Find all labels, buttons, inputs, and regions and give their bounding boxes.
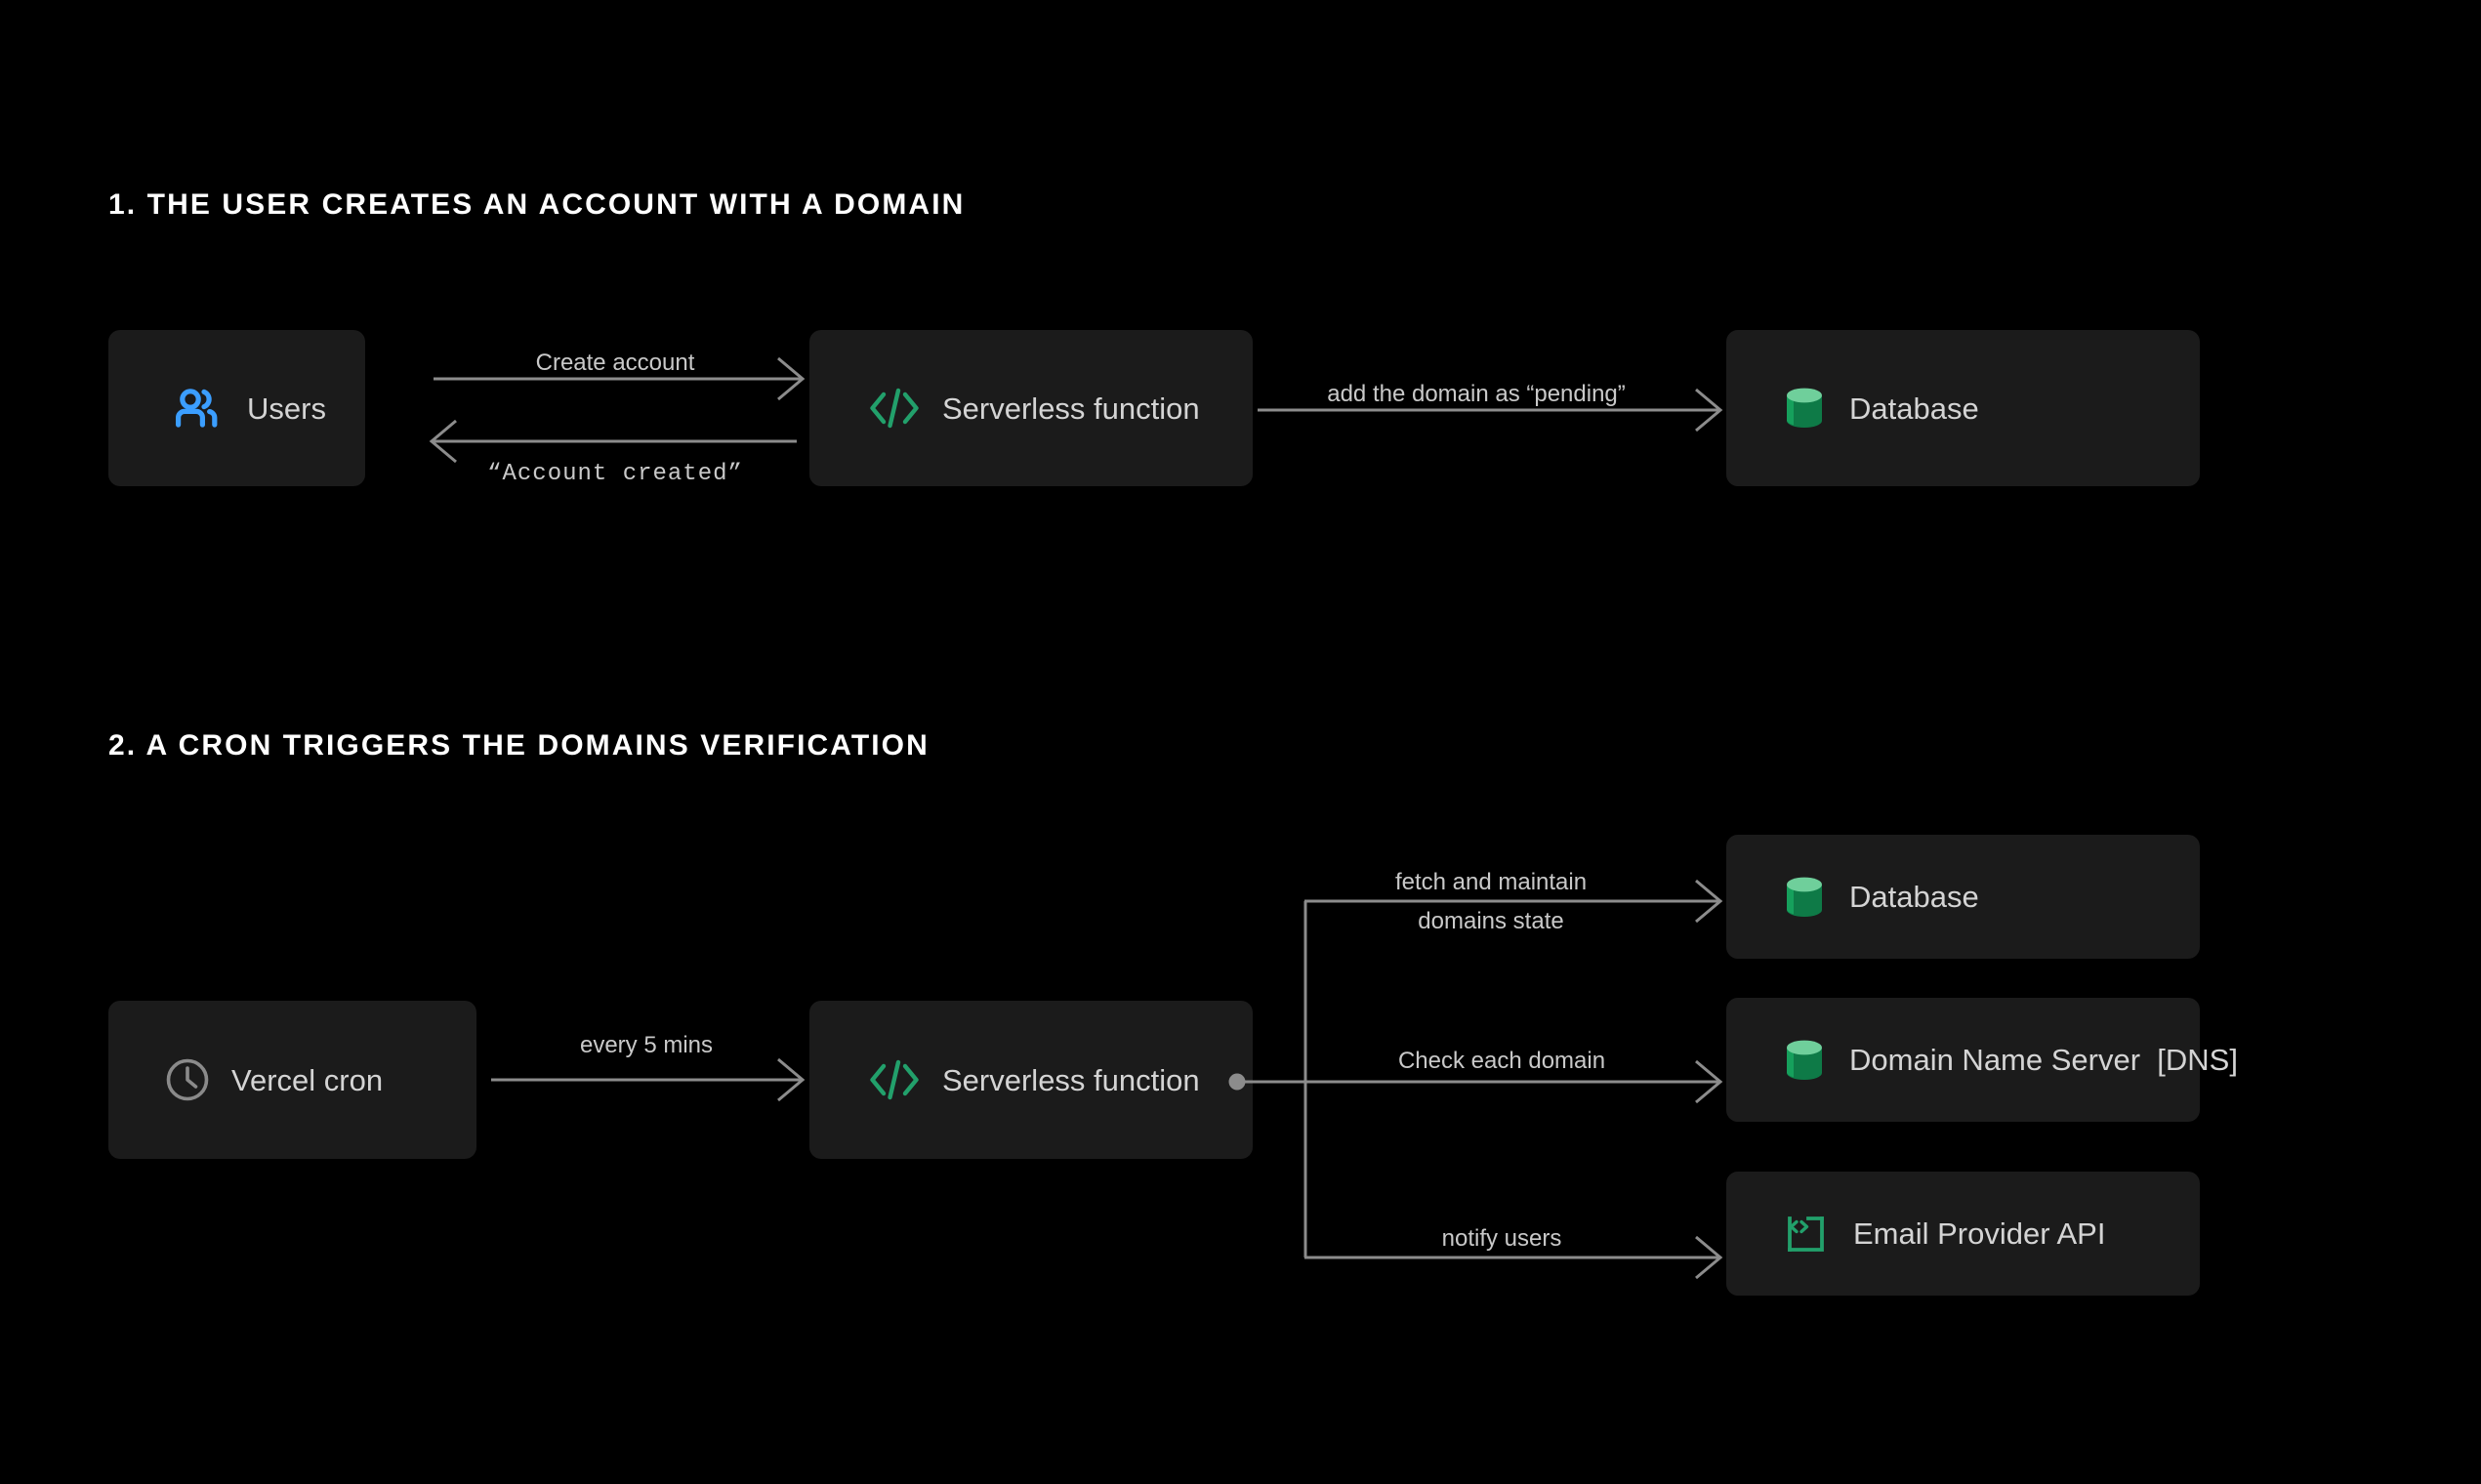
node-vercel-cron-label: Vercel cron — [231, 1062, 384, 1097]
code-window-icon — [1785, 1215, 1828, 1254]
node-email-provider-api[interactable]: Email Provider API — [1726, 1172, 2200, 1296]
edge-label-check-each-domain: Check each domain — [1397, 1048, 1606, 1074]
database-cylinder-icon — [1785, 1038, 1824, 1083]
clock-icon — [165, 1057, 210, 1102]
edge-label-fetch-maintain-line-2: domains state — [1418, 908, 1564, 934]
edge-label-every-5-mins: every 5 mins — [579, 1032, 714, 1058]
database-cylinder-icon — [1785, 386, 1824, 431]
edge-label-fetch-maintain-line-1: fetch and maintain — [1394, 869, 1588, 895]
node-serverless-function-1-label: Serverless function — [942, 391, 1200, 426]
database-cylinder-icon — [1785, 875, 1824, 920]
section-1-heading: 1. THE USER CREATES AN ACCOUNT WITH A DO… — [108, 188, 966, 221]
edge-label-create-account: Create account — [535, 350, 695, 376]
node-users-label: Users — [247, 391, 326, 426]
users-icon — [175, 389, 226, 428]
node-database-1[interactable]: Database — [1726, 330, 2200, 486]
edge-label-notify-users: notify users — [1441, 1225, 1562, 1252]
node-serverless-function-1[interactable]: Serverless function — [809, 330, 1253, 486]
edge-label-add-domain-pending: add the domain as “pending” — [1327, 381, 1626, 407]
code-brackets-icon — [868, 1058, 921, 1101]
edge-label-account-created: “Account created” — [487, 461, 743, 487]
node-database-2[interactable]: Database — [1726, 835, 2200, 959]
node-email-provider-api-label: Email Provider API — [1853, 1216, 2106, 1251]
edge-every-5-mins — [491, 1057, 806, 1102]
node-database-2-label: Database — [1849, 880, 1979, 914]
node-users[interactable]: Users — [108, 330, 365, 486]
node-serverless-function-2-label: Serverless function — [942, 1062, 1200, 1097]
edge-account-created — [429, 419, 797, 464]
node-serverless-function-2[interactable]: Serverless function — [809, 1001, 1253, 1159]
node-domain-name-server[interactable]: Domain Name Server [DNS] — [1726, 998, 2238, 1122]
node-domain-name-server-label: Domain Name Server [DNS] — [1849, 1043, 2238, 1077]
node-vercel-cron[interactable]: Vercel cron — [108, 1001, 476, 1159]
node-database-1-label: Database — [1849, 391, 1979, 426]
code-brackets-icon — [868, 387, 921, 430]
section-2-heading: 2. A CRON TRIGGERS THE DOMAINS VERIFICAT… — [108, 729, 930, 762]
